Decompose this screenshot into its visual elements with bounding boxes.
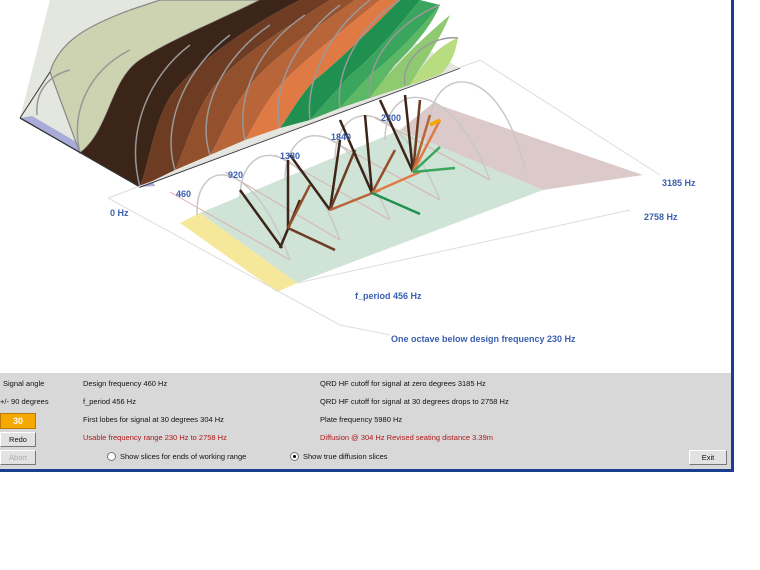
cutoff-zero-label: 3185 Hz xyxy=(662,178,696,188)
cutoff-angle-label: 2758 Hz xyxy=(644,212,678,222)
plate-frequency: Plate frequency 5980 Hz xyxy=(320,415,403,424)
redo-button[interactable]: Redo xyxy=(0,432,36,447)
diffusion-lobes xyxy=(238,94,456,252)
diffusion-distance: Diffusion @ 304 Hz Revised seating dista… xyxy=(320,433,493,442)
control-panel: Signal angle +/- 90 degrees 30 Redo Abor… xyxy=(0,373,731,469)
signal-angle-input[interactable]: 30 xyxy=(0,413,36,429)
radio-true-label[interactable]: Show true diffusion slices xyxy=(303,452,388,461)
freq-tick-2300: 2300 xyxy=(381,113,401,123)
f-period-label: f_period 456 Hz xyxy=(355,291,422,301)
window-border-bottom xyxy=(0,469,734,472)
design-frequency: Design frequency 460 Hz xyxy=(83,379,168,388)
qrd-model xyxy=(19,0,461,188)
qrd-cutoff-zero: QRD HF cutoff for signal at zero degrees… xyxy=(320,379,486,388)
freq-tick-920: 920 xyxy=(228,170,243,180)
diffusion-3d-view: 0 Hz 460 920 1380 1840 2300 3185 Hz 2758… xyxy=(19,0,697,344)
f-period-value: f_period 456 Hz xyxy=(83,397,136,406)
freq-tick-460: 460 xyxy=(176,189,191,199)
qrd-cutoff-angle: QRD HF cutoff for signal at 30 degrees d… xyxy=(320,397,509,406)
signal-angle-label: Signal angle xyxy=(3,379,45,388)
first-lobes: First lobes for signal at 30 degrees 304… xyxy=(83,415,224,424)
freq-tick-1840: 1840 xyxy=(331,132,351,142)
abort-button[interactable]: Abort xyxy=(0,450,36,465)
exit-button[interactable]: Exit xyxy=(689,450,727,465)
radio-ends-of-range[interactable] xyxy=(107,452,116,461)
window-border-right xyxy=(731,0,734,472)
freq-tick-1380: 1380 xyxy=(280,151,300,161)
radio-true-diffusion[interactable] xyxy=(290,452,299,461)
freq-tick-0: 0 Hz xyxy=(110,208,129,218)
octave-label: One octave below design frequency 230 Hz xyxy=(391,334,576,344)
usable-range: Usable frequency range 230 Hz to 2758 Hz xyxy=(83,433,227,442)
diffusion-grid: 0 Hz 460 920 1380 1840 2300 3185 Hz 2758… xyxy=(107,59,696,344)
angle-range-label: +/- 90 degrees xyxy=(0,397,49,406)
radio-ends-label[interactable]: Show slices for ends of working range xyxy=(120,452,247,461)
diffusion-plot: 0 Hz 460 920 1380 1840 2300 3185 Hz 2758… xyxy=(19,0,696,344)
